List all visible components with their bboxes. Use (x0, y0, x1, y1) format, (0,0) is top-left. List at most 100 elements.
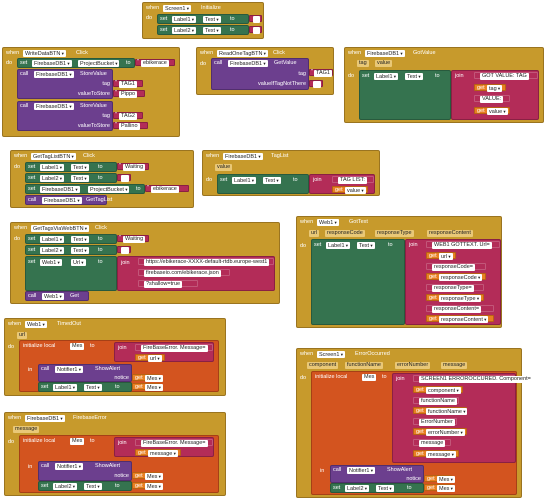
text-string-block[interactable]: FireBaseError. Message= (135, 344, 213, 352)
param-tag[interactable]: tag (357, 60, 369, 67)
variable-dropdown[interactable]: responseCode (439, 274, 483, 281)
text-string-block[interactable]: " Pippo (113, 90, 145, 98)
param-component[interactable]: component (307, 362, 339, 369)
label-dropdown[interactable]: Label2 (53, 483, 78, 490)
firebasedb1-firebaseerror-block[interactable]: when FirebaseDB1 FirebaseError message d… (4, 412, 226, 496)
string-value[interactable]: VALUE: (480, 96, 504, 103)
set-label2-text-block[interactable]: set Label2 Text to (25, 173, 117, 183)
string-value[interactable] (121, 175, 129, 182)
text-string-block[interactable]: SCREEN1 ERROROCCURED. Component= (413, 375, 533, 383)
string-value[interactable]: firebaseio.com/ebikerace.json (144, 270, 221, 277)
join-block[interactable]: join FireBaseError. Message= get url (114, 342, 214, 362)
screen1-initialize-block[interactable]: when Screen1 Initialize do set Label1 Te… (142, 2, 264, 39)
variable-dropdown[interactable]: tag (487, 85, 503, 92)
variable-dropdown[interactable]: Mes (145, 384, 163, 391)
initialize-local-block[interactable]: initialize local Mes to join SCREEN1 ERR… (311, 371, 533, 495)
text-string-block[interactable]: " Pallino (113, 122, 148, 130)
param-value[interactable]: value (215, 164, 233, 171)
component-dropdown[interactable]: Web1 (25, 321, 47, 328)
text-string-block[interactable]: " TAG1 (113, 80, 143, 88)
string-value[interactable]: message (419, 440, 446, 447)
text-string-block[interactable]: responseType= (426, 284, 484, 292)
call-showalert-block[interactable]: call Notifier1 ShowAlert notice (38, 461, 132, 481)
label-dropdown[interactable]: Label1 (40, 236, 65, 243)
text-string-block[interactable]: ErrorNumber (413, 418, 457, 426)
property-dropdown[interactable]: ProjectBucket (88, 186, 130, 193)
component-dropdown[interactable]: Web1 (40, 259, 62, 266)
text-string-block[interactable]: " TAG2 (113, 112, 143, 120)
set-label2-text-block[interactable]: set Label2 Text to (38, 481, 132, 491)
property-dropdown[interactable]: Text (357, 242, 375, 249)
param-responsecontent[interactable]: responseContent (427, 230, 473, 237)
property-dropdown[interactable]: Text (84, 384, 102, 391)
property-dropdown[interactable]: ProjectBucket (78, 60, 120, 67)
local-variable-name[interactable]: Mes (362, 374, 377, 381)
string-value[interactable]: Pallino (119, 123, 140, 130)
get-mes-block[interactable]: get Mes (424, 475, 455, 483)
string-value[interactable] (253, 16, 260, 23)
string-value[interactable]: https://ebikerace-XXXX-default-rtdb.euro… (144, 259, 270, 266)
variable-dropdown[interactable]: Mes (145, 483, 163, 490)
text-string-block[interactable]: message (413, 439, 451, 447)
variable-dropdown[interactable]: component (426, 387, 461, 394)
string-value[interactable]: responseCode= (432, 264, 475, 271)
component-dropdown[interactable]: Web1 (317, 219, 339, 226)
string-value[interactable]: GOT VALUE: TAG (480, 73, 529, 80)
text-string-block[interactable]: VALUE: (474, 95, 510, 103)
string-value[interactable]: SCREEN1 ERROROCCURED. Component= (419, 376, 533, 383)
variable-dropdown[interactable]: Mes (145, 375, 163, 382)
component-dropdown[interactable]: Notifier1 (55, 366, 83, 373)
text-string-block[interactable] (249, 15, 262, 23)
join-block[interactable]: join GOT VALUE: TAG get tag VALUE: get v… (451, 70, 539, 120)
property-dropdown[interactable]: Text (71, 164, 89, 171)
get-mes-block[interactable]: get Mes (424, 484, 455, 492)
label-dropdown[interactable]: Label2 (40, 175, 65, 182)
string-value[interactable]: ErrorNumber (419, 419, 455, 426)
call-web1-get-block[interactable]: call Web1 Get (25, 291, 89, 301)
get-mes-block[interactable]: get Mes (132, 374, 163, 382)
variable-dropdown[interactable]: Mes (437, 476, 455, 483)
property-dropdown[interactable]: Text (203, 16, 221, 23)
string-value[interactable]: responseContent= (432, 306, 482, 313)
component-dropdown[interactable]: FirebaseDB1 (40, 186, 80, 193)
text-string-block[interactable]: TAG LIST: (332, 176, 374, 184)
string-value[interactable]: responseType= (432, 285, 474, 292)
param-value[interactable]: value (375, 60, 393, 67)
param-message[interactable]: message (441, 362, 468, 369)
variable-dropdown[interactable]: responseContent (439, 316, 489, 323)
initialize-local-block[interactable]: initialize local Mes to join FireBaseErr… (19, 435, 219, 493)
variable-dropdown[interactable]: responseType (439, 295, 482, 302)
component-dropdown[interactable]: FirebaseDB1 (34, 71, 74, 78)
set-web1-url-block[interactable]: set Web1 Url to (25, 256, 117, 291)
component-dropdown[interactable]: GetTagListBTN (31, 153, 76, 160)
get-mes-block[interactable]: get Mes (132, 482, 163, 490)
property-dropdown[interactable]: Text (405, 73, 423, 80)
label-dropdown[interactable]: Label1 (374, 73, 399, 80)
property-dropdown[interactable]: Text (71, 175, 89, 182)
get-responsecontent-block[interactable]: get responseContent (426, 315, 494, 323)
set-label2-text-block[interactable]: set Label2 Text to (25, 245, 117, 255)
call-storevalue-block[interactable]: call FirebaseDB1 StoreValue tag valueToS… (17, 69, 113, 99)
component-dropdown[interactable]: WriteDataBTN (23, 50, 66, 57)
text-string-block[interactable]: " ebikerace (135, 59, 175, 67)
string-value[interactable] (121, 247, 129, 254)
string-value[interactable]: functionName (419, 398, 457, 405)
string-value[interactable]: TAG1 (119, 81, 137, 88)
get-value-block[interactable]: get value (332, 186, 368, 194)
string-value[interactable]: Pippo (119, 91, 138, 98)
web1-timedout-block[interactable]: when Web1 TimedOut url do initialize loc… (4, 318, 226, 396)
writedatabtn-click-block[interactable]: when WriteDataBTN Click do set FirebaseD… (2, 47, 180, 137)
set-label1-text-block[interactable]: set Label1 Text to (359, 70, 451, 120)
local-variable-name[interactable]: Mes (70, 343, 85, 350)
set-label1-text-block[interactable]: set Label1 Text to (311, 239, 405, 325)
string-value[interactable]: WEB1 GOTTEXT. Url= (432, 242, 492, 249)
param-url[interactable]: url (17, 332, 28, 339)
component-dropdown[interactable]: FirebaseDB1 (32, 60, 72, 67)
string-value[interactable]: Waiting (123, 236, 146, 243)
call-showalert-block[interactable]: call Notifier1 ShowAlert notice (330, 465, 424, 483)
label-dropdown[interactable]: Label1 (172, 16, 197, 23)
property-dropdown[interactable]: Text (84, 483, 102, 490)
property-dropdown[interactable]: Text (376, 485, 394, 492)
set-label1-text-block[interactable]: set Label1 Text to (25, 162, 117, 172)
component-dropdown[interactable]: Notifier1 (55, 463, 83, 470)
